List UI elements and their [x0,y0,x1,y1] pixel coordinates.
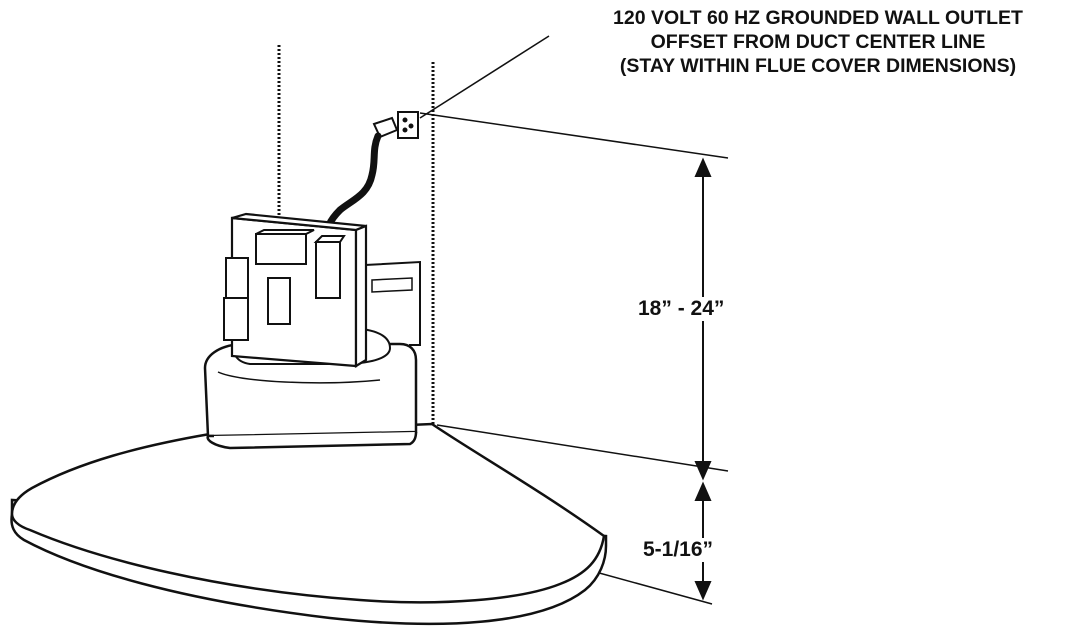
outlet-height-dimension-label: 18” - 24” [635,297,728,321]
control-components [223,229,346,341]
callout-leader-line [419,35,550,119]
relay-block [255,233,307,265]
wall-outlet [397,111,419,139]
dimension-arrows [694,157,712,601]
canopy-top [10,422,606,604]
canopy-height-dimension-label: 5-1/16” [640,538,717,562]
callout-line-1: 120 VOLT 60 HZ GROUNDED WALL OUTLET [613,7,1023,29]
dimension-extension-lines [419,112,729,605]
outlet-callout-text: 120 VOLT 60 HZ GROUNDED WALL OUTLET OFFS… [560,6,1076,78]
callout-line-2: OFFSET FROM DUCT CENTER LINE [650,31,986,53]
callout-line-3: (STAY WITHIN FLUE COVER DIMENSIONS) [619,55,1017,77]
chimney-cover [203,342,418,450]
capacitor-left-top [225,257,249,303]
hood-canopy [10,422,608,626]
duct-guide-lines [277,45,435,425]
cord-connector [315,241,341,299]
capacitor-left-bottom [223,297,249,341]
back-panel-slot [371,277,413,293]
terminal-block [267,277,291,325]
